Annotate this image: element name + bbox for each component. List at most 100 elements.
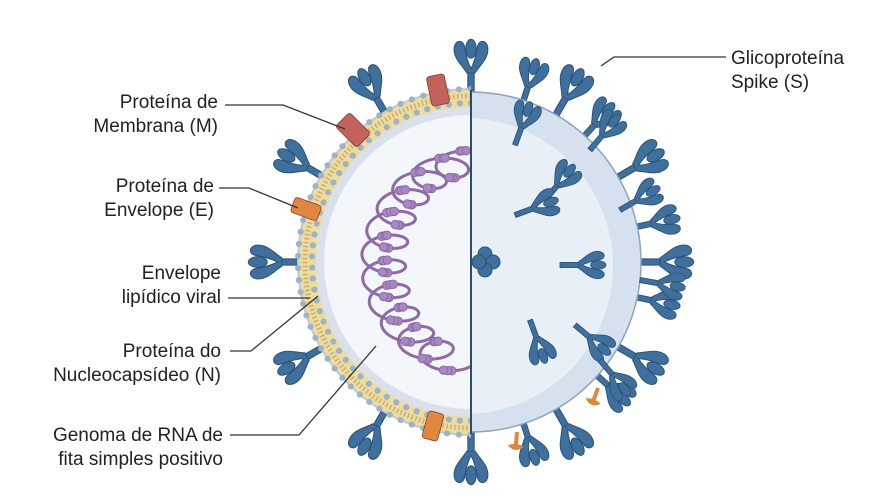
lipid-head-bead <box>303 312 309 318</box>
lipid-head-bead <box>457 418 463 424</box>
n-protein-node <box>379 292 387 300</box>
lipid-head-bead <box>457 100 463 106</box>
lipid-head-bead <box>339 143 345 149</box>
lipid-head-bead <box>320 318 326 324</box>
lipid-head-bead <box>314 220 320 226</box>
lipid-head-bead <box>424 106 430 112</box>
spike-protein-icon <box>637 245 694 279</box>
lipid-head-bead <box>310 242 316 248</box>
lipid-head-bead <box>324 162 330 168</box>
lipid-head-bead <box>311 287 317 293</box>
n-protein-node <box>401 186 409 194</box>
lipid-envelope-label-line1: Envelope <box>122 262 221 286</box>
lipid-head-bead <box>330 179 336 185</box>
lipid-head-bead <box>348 383 354 389</box>
lipid-head-bead <box>309 264 315 270</box>
lipid-head-bead <box>366 119 372 125</box>
nucleocapsid-protein-label-line2: Nucleocapsídeo (N) <box>53 364 221 388</box>
lipid-head-bead <box>357 373 363 379</box>
nucleocapsid-protein-label-line1: Proteína do <box>53 340 221 364</box>
lipid-head-bead <box>330 338 336 344</box>
n-protein-node <box>401 337 409 345</box>
lipid-head-bead <box>298 289 304 295</box>
lipid-head-bead <box>387 412 393 418</box>
lipid-head-bead <box>366 381 372 387</box>
lipid-head-bead <box>318 172 324 178</box>
n-protein-node <box>439 366 447 374</box>
n-protein-node <box>403 200 411 208</box>
spike-protein-icon <box>248 245 305 279</box>
spike-glycoprotein-label-line2: Spike (S) <box>731 71 844 95</box>
lipid-head-bead <box>376 406 382 412</box>
lipid-head-bead <box>420 93 426 99</box>
envelope-protein-label-line2: Envelope (E) <box>104 199 214 223</box>
lipid-head-bead <box>446 416 452 422</box>
lipid-head-bead <box>409 421 415 427</box>
n-protein-node <box>391 220 399 228</box>
lipid-head-bead <box>295 265 301 271</box>
envelope-protein-label-line1: Proteína de <box>104 175 214 199</box>
envelope-protein-label: Proteína de Envelope (E) <box>104 175 214 223</box>
lipid-head-bead <box>311 231 317 237</box>
n-protein-node <box>389 280 397 288</box>
lipid-head-bead <box>332 152 338 158</box>
lipid-head-bead <box>300 217 306 223</box>
nucleocapsid-protein-label: Proteína do Nucleocapsídeo (N) <box>53 340 221 388</box>
lipid-head-bead <box>384 124 390 130</box>
lipid-envelope-label: Envelope lipídico viral <box>122 262 221 310</box>
lipid-head-bead <box>309 253 315 259</box>
n-protein-node <box>383 231 391 239</box>
n-protein-node <box>417 167 425 175</box>
n-protein-node <box>379 243 387 251</box>
n-protein-node <box>423 184 431 192</box>
n-protein-node <box>441 154 449 162</box>
membrane-protein-leader <box>225 105 345 129</box>
lipid-head-bead <box>324 356 330 362</box>
lipid-head-bead <box>374 388 380 394</box>
envelope-protein-leader <box>219 188 298 208</box>
spike-glycoprotein-label: Glicoproteína Spike (S) <box>731 47 844 95</box>
lipid-head-bead <box>393 399 399 405</box>
n-protein-node <box>445 173 453 181</box>
lipid-head-bead <box>374 130 380 136</box>
lipid-envelope-label-line2: lipídico viral <box>122 286 221 310</box>
spike-glycoprotein-leader <box>601 57 726 66</box>
lipid-head-bead <box>307 194 313 200</box>
lipid-head-bead <box>296 277 302 283</box>
lipid-head-bead <box>312 335 318 341</box>
e-protein-icon <box>584 385 605 407</box>
lipid-head-bead <box>325 189 331 195</box>
n-protein-node <box>378 268 386 276</box>
membrane-protein-label-line1: Proteína de <box>93 91 218 115</box>
lipid-head-bead <box>350 153 356 159</box>
lipid-head-bead <box>332 365 338 371</box>
lipid-head-bead <box>307 324 313 330</box>
lipid-head-bead <box>414 408 420 414</box>
lipid-head-bead <box>325 329 331 335</box>
lipid-head-bead <box>298 229 304 235</box>
n-protein-node <box>434 337 442 345</box>
lipid-head-bead <box>398 101 404 107</box>
lipid-head-bead <box>376 112 382 118</box>
lipid-head-bead <box>320 199 326 205</box>
rna-genome-label: Genoma de RNA de fita simples positivo <box>53 424 223 472</box>
lipid-head-bead <box>336 348 342 354</box>
lipid-head-bead <box>384 394 390 400</box>
rna-genome-label-line2: fita simples positivo <box>53 448 223 472</box>
lipid-head-bead <box>296 241 302 247</box>
lipid-head-bead <box>456 431 462 437</box>
n-protein-node <box>390 207 398 215</box>
n-protein-node <box>413 322 421 330</box>
n-protein-node <box>386 316 394 324</box>
spike-glycoprotein-label-line1: Glicoproteína <box>731 47 844 71</box>
lipid-head-bead <box>409 96 415 102</box>
lipid-head-bead <box>312 183 318 189</box>
n-protein-node <box>418 354 426 362</box>
membrane-protein-label: Proteína de Membrana (M) <box>93 91 218 139</box>
lipid-head-bead <box>336 170 342 176</box>
lipid-head-bead <box>414 109 420 115</box>
lipid-head-bead <box>403 114 409 120</box>
lipid-head-bead <box>403 404 409 410</box>
lipid-head-bead <box>357 391 363 397</box>
